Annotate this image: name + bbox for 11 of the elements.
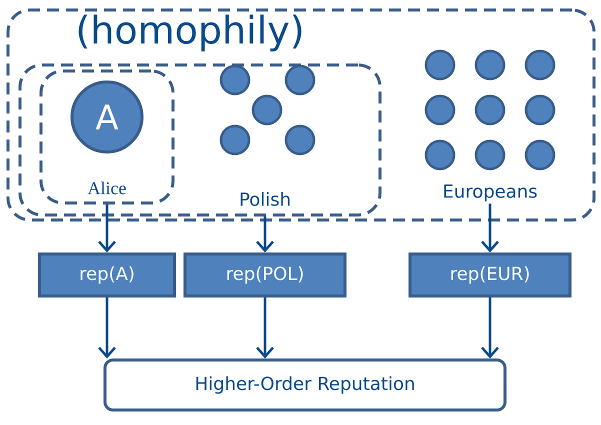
arrow [256,298,274,358]
arrow [481,204,499,252]
reputation-box: rep(POL) [184,252,346,298]
arrow [98,204,116,252]
reputation-box: rep(EUR) [408,252,572,298]
arrow [256,216,274,252]
arrow [481,298,499,358]
group-label: Europeans [444,184,537,202]
arrow [98,298,116,358]
reputation-box: rep(A) [38,252,176,298]
reputation-box: Higher-Order Reputation [104,358,506,412]
